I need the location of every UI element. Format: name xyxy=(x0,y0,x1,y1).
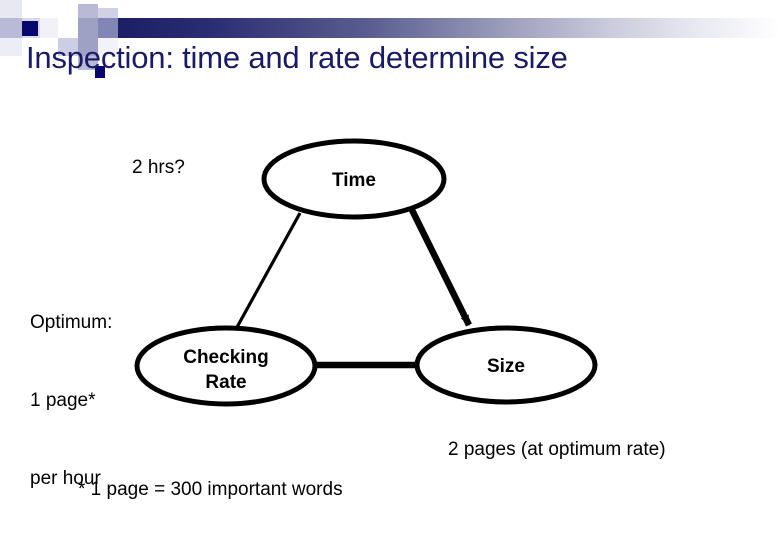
decor-square xyxy=(78,18,98,38)
annotation-footnote: * 1 page = 300 important words xyxy=(78,479,343,500)
decor-square xyxy=(98,18,118,38)
page-title: Inspection: time and rate determine size xyxy=(26,40,568,75)
annotation-optimum-line2: 1 page* xyxy=(30,390,96,411)
annotation-size-result: 2 pages (at optimum rate) xyxy=(448,439,666,460)
node-size-ellipse xyxy=(414,325,598,405)
decor-square xyxy=(78,38,98,56)
decor-square xyxy=(0,38,22,56)
node-time[interactable]: Time xyxy=(261,138,447,220)
decor-square xyxy=(0,18,22,38)
decor-square-accent xyxy=(22,21,38,36)
header-gradient-bar xyxy=(118,18,780,38)
annotation-optimum-line3: per hour xyxy=(30,468,101,489)
annotation-optimum-rate: Optimum: 1 page* per hour xyxy=(30,258,112,540)
decor-square xyxy=(58,9,78,18)
decor-square-accent xyxy=(95,66,105,78)
node-checking-rate-ellipse xyxy=(134,325,318,407)
edge-time-to-checking-rate xyxy=(234,212,302,330)
decor-square xyxy=(98,8,118,18)
annotation-time-estimate: 2 hrs? xyxy=(132,157,185,178)
node-size-label: Size xyxy=(487,356,525,377)
node-time-ellipse xyxy=(261,138,447,220)
node-checking-rate[interactable]: Checking Rate xyxy=(134,325,318,407)
node-time-label: Time xyxy=(332,170,376,191)
edge-time-to-size xyxy=(409,208,472,327)
decor-square xyxy=(58,38,78,56)
decor-square xyxy=(0,0,22,18)
node-checking-rate-label-line1: Checking xyxy=(183,347,269,368)
node-size[interactable]: Size xyxy=(414,325,598,405)
annotation-optimum-line1: Optimum: xyxy=(30,312,113,333)
decor-square xyxy=(78,4,98,18)
node-checking-rate-label-line2: Rate xyxy=(205,372,246,393)
decor-square xyxy=(98,38,118,56)
decor-square xyxy=(78,56,98,70)
decor-square xyxy=(40,18,58,38)
